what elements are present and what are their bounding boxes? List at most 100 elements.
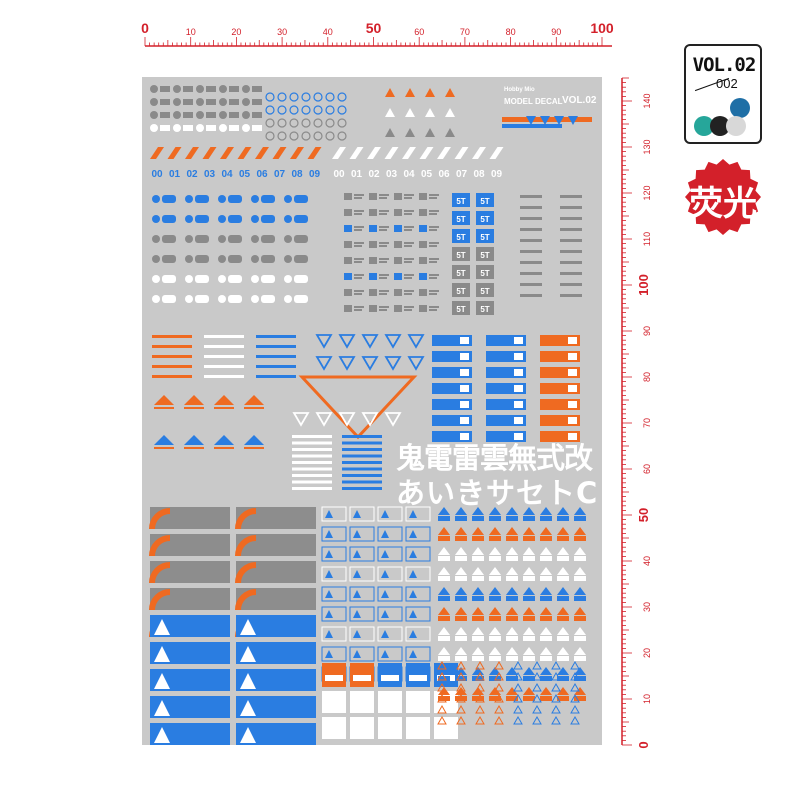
caution-tag: [292, 487, 332, 490]
small-tag: [344, 225, 352, 232]
decal-triangle: [445, 108, 455, 117]
marker-base: [472, 556, 484, 561]
barcode-box: [460, 353, 469, 360]
marker-base: [557, 516, 569, 521]
tiny-triangle: [513, 704, 523, 714]
blue-panel-mark: [240, 646, 256, 662]
small-tag: [404, 293, 412, 295]
hazard-stripe: [307, 147, 322, 159]
chevron: [244, 395, 264, 405]
tiny-triangle: [475, 660, 485, 670]
tonnage-block: [452, 247, 470, 261]
marker-base: [438, 536, 450, 541]
info-card: [349, 646, 375, 662]
panel-icon: [218, 195, 226, 203]
marker-base: [574, 656, 586, 661]
decal-ring: [289, 118, 299, 128]
sheet-title: MODEL DECAL: [504, 97, 563, 106]
hazard-stripe: [290, 147, 304, 159]
decal-badge: [229, 125, 239, 131]
small-tag: [429, 245, 437, 247]
number-tag: 06: [438, 169, 450, 180]
barcode-card: [434, 717, 458, 739]
small-tag: [404, 229, 412, 231]
marker-triangle: [574, 527, 586, 535]
marker-triangle: [523, 647, 535, 655]
panel-icon: [162, 295, 176, 303]
info-card: [349, 566, 375, 582]
warning-triangle: [338, 412, 356, 427]
info-card-mark: [353, 630, 361, 638]
marker-triangle: [540, 647, 552, 655]
marker-base: [472, 516, 484, 521]
info-card-mark: [325, 510, 333, 518]
top-ruler-label: 30: [277, 27, 287, 37]
tiny-triangle: [475, 671, 485, 681]
tonnage-block: [476, 283, 494, 297]
small-tag: [354, 242, 364, 244]
keep-clear-tag: [152, 345, 192, 348]
decal-ring: [325, 131, 335, 141]
small-tag: [429, 229, 437, 231]
decal-ring: [277, 131, 287, 141]
info-card-mark: [409, 530, 417, 538]
barcode-box: [514, 369, 523, 376]
barcode-card: [406, 717, 430, 739]
chevron-bar: [214, 407, 234, 409]
keep-clear-tag: [256, 335, 296, 338]
decal-ring: [337, 92, 347, 102]
blue-panel-mark: [154, 619, 170, 635]
decal-ring: [301, 131, 311, 141]
small-tag: [429, 197, 437, 199]
marker-triangle: [489, 567, 501, 575]
marker-base: [438, 556, 450, 561]
small-tag: [379, 197, 387, 199]
small-tag: [404, 210, 414, 212]
panel-icon: [218, 275, 226, 283]
marker-base: [455, 596, 467, 601]
caution-tag: [342, 467, 382, 471]
small-tag: [354, 213, 362, 215]
right-ruler-label: 80: [642, 372, 652, 382]
small-tag: [344, 257, 352, 264]
right-ruler-label: 130: [642, 139, 652, 154]
marker-triangle: [438, 507, 450, 515]
decal-badge: [252, 86, 262, 92]
number-tag: 07: [456, 169, 468, 180]
caution-tag: [292, 480, 332, 484]
kanji-line: 鬼電雷雲無式改: [396, 441, 593, 475]
marker-base: [557, 656, 569, 661]
barcode-card: [322, 717, 346, 739]
marker-base: [472, 596, 484, 601]
marker-triangle: [574, 607, 586, 615]
small-tag: [419, 225, 427, 232]
small-tag: [354, 306, 364, 308]
marker-triangle: [472, 627, 484, 635]
tonnage-label: 5T: [480, 269, 489, 278]
decal-badge: [242, 98, 250, 106]
panel-icon: [294, 255, 308, 263]
decal-badge: [242, 124, 250, 132]
panel-icon: [294, 235, 308, 243]
marker-base: [472, 616, 484, 621]
decal-triangle: [385, 88, 395, 97]
hazard-stripe: [255, 147, 269, 159]
info-card-mark: [353, 650, 361, 658]
hazard-stripe: [202, 147, 217, 159]
dash-mark: [560, 239, 582, 242]
barcode-card-strip: [381, 675, 399, 681]
fluorescent-label: 荧光: [689, 184, 757, 224]
small-tag: [429, 293, 437, 295]
tonnage-block: [452, 193, 470, 207]
panel-icon: [284, 235, 292, 243]
marker-triangle: [455, 527, 467, 535]
tiny-triangle: [513, 693, 523, 703]
info-card-mark: [381, 650, 389, 658]
tiny-triangle: [437, 682, 447, 692]
tonnage-label: 5T: [456, 215, 465, 224]
right-ruler-label: 30: [642, 602, 652, 612]
barcode-box: [486, 383, 526, 394]
decal-badge: [229, 99, 239, 105]
panel-icon: [261, 295, 275, 303]
color-swatch: [694, 116, 714, 136]
